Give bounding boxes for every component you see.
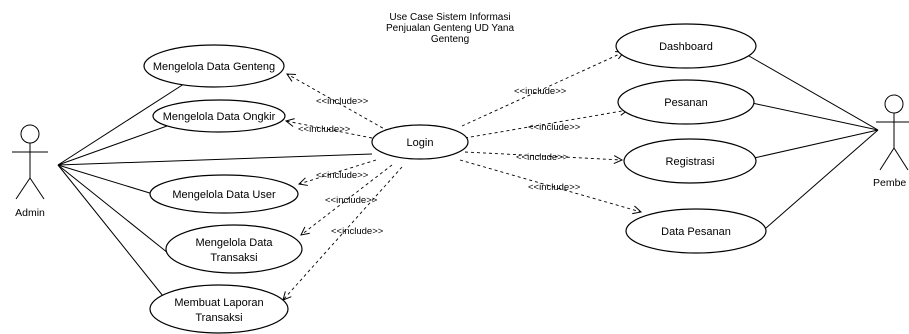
use-case-label: Dashboard [659,41,713,53]
pembeli-associations [748,55,879,229]
include-labels: <<include>> <<include>> <<include>> <<in… [298,86,581,237]
use-case-label: Registrasi [666,156,715,168]
include-label: <<include>> [528,182,581,193]
title-line-3: Genteng [431,34,469,45]
pembeli-actor: Pembe [873,94,909,189]
admin-actor: Admin [12,124,48,219]
use-case-label: Pesanan [664,97,707,109]
include-label: <<include>> [316,170,369,181]
use-case-label: Membuat Laporan [174,297,263,309]
use-case-label: Transaksi [210,252,257,264]
use-case-dashboard: Dashboard [615,23,757,69]
use-case-label: Transaksi [195,312,242,324]
use-case-label: Mengelola Data Ongkir [163,111,276,123]
admin-associations [57,81,373,297]
use-case-label: Mengelola Data [195,237,273,249]
stick-figure-icon [12,124,48,200]
pembeli-label: Pembe [873,177,906,189]
include-arrows [283,52,641,300]
include-label: <<include>> [528,122,581,133]
include-label: <<include>> [298,124,351,135]
use-case-membuat-laporan-transaksi: Membuat Laporan Transaksi [149,284,289,334]
use-case-label: Mengelola Data User [172,189,276,201]
use-case-registrasi: Registrasi [623,138,757,184]
use-case-data-pesanan: Data Pesanan [625,208,767,254]
use-case-label: Mengelola Data Genteng [153,61,275,73]
stick-figure-icon [876,94,909,171]
use-case-label: Data Pesanan [661,226,731,238]
title-line-2: Penjualan Genteng UD Yana [386,23,514,34]
diagram-title: Use Case Sistem Informasi Penjualan Gent… [386,12,514,45]
use-case-login: Login [371,124,469,160]
use-case-mengelola-data-transaksi: Mengelola Data Transaksi [165,224,303,274]
use-case-label: Login [407,137,434,149]
admin-label: Admin [15,207,45,219]
include-label: <<include>> [516,152,569,163]
use-case-mengelola-data-ongkir: Mengelola Data Ongkir [152,99,286,133]
use-case-mengelola-data-user: Mengelola Data User [149,174,299,214]
include-label: <<include>> [331,226,384,237]
include-label: <<include>> [325,195,378,206]
use-case-mengelola-data-genteng: Mengelola Data Genteng [143,44,285,88]
include-label: <<include>> [514,86,567,97]
include-label: <<include>> [316,96,369,107]
use-case-pesanan: Pesanan [617,79,755,125]
title-line-1: Use Case Sistem Informasi [389,12,510,23]
